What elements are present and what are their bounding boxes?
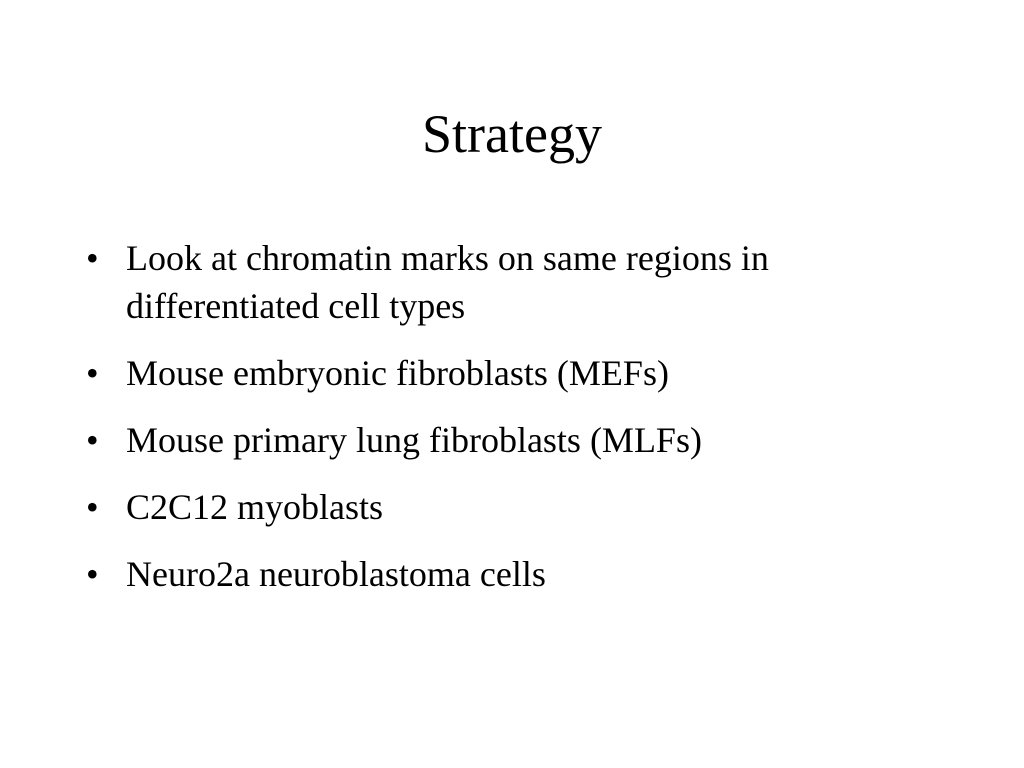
bullet-list: • Look at chromatin marks on same region…	[86, 234, 916, 617]
bullet-item: • Neuro2a neuroblastoma cells	[86, 550, 916, 598]
slide-title: Strategy	[422, 104, 602, 164]
bullet-item: • Look at chromatin marks on same region…	[86, 234, 916, 330]
bullet-item: • C2C12 myoblasts	[86, 483, 916, 531]
bullet-text: Neuro2a neuroblastoma cells	[126, 554, 546, 594]
bullet-icon: •	[86, 487, 99, 527]
bullet-icon: •	[86, 554, 99, 594]
bullet-text: C2C12 myoblasts	[126, 487, 384, 527]
bullet-icon: •	[86, 353, 99, 393]
bullet-item: • Mouse primary lung fibroblasts (MLFs)	[86, 416, 916, 464]
bullet-item: • Mouse embryonic fibroblasts (MEFs)	[86, 349, 916, 397]
bullet-text: Mouse primary lung fibroblasts (MLFs)	[126, 420, 702, 460]
bullet-icon: •	[86, 420, 99, 460]
bullet-text: Mouse embryonic fibroblasts (MEFs)	[126, 353, 669, 393]
bullet-text: Look at chromatin marks on same regions …	[126, 238, 769, 326]
bullet-icon: •	[86, 238, 99, 278]
